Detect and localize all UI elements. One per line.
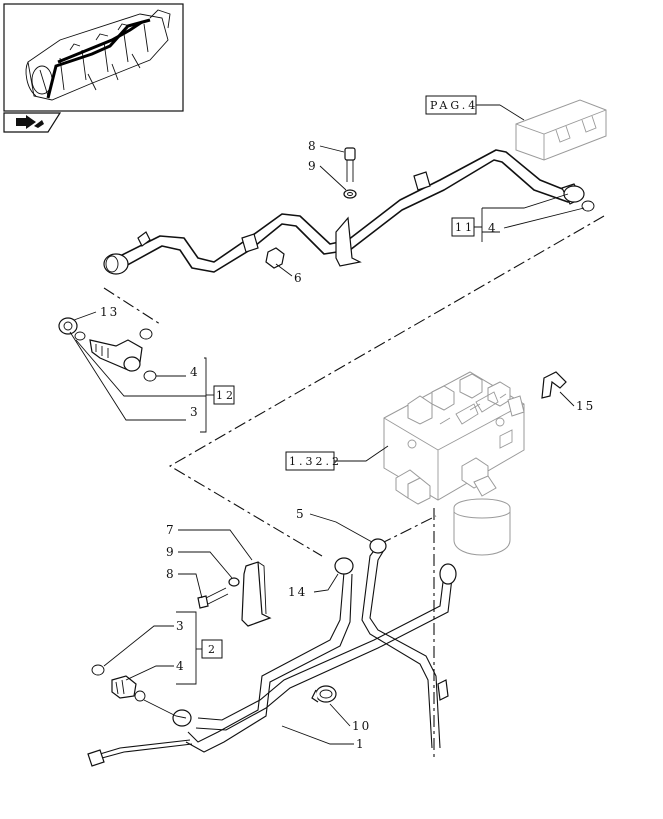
control-valve-ghost <box>383 371 525 556</box>
callout-11: 11 <box>455 221 475 234</box>
callout-2: 2 <box>208 643 218 656</box>
callout-4-lower: 4 <box>176 659 186 673</box>
callout-9-lower: 9 <box>166 545 176 559</box>
connection-centerline <box>168 215 605 557</box>
group-11-reference[interactable]: 11 4 <box>451 193 585 242</box>
callout-5: 5 <box>296 507 306 521</box>
callout-8-upper: 8 <box>308 139 318 153</box>
callout-3-tee: 3 <box>190 405 200 419</box>
upper-pipe-assembly <box>103 149 595 275</box>
adapter-callouts: 3 2 4 <box>103 611 223 719</box>
thumbnail-overview[interactable] <box>3 3 184 112</box>
lower-pipe-assembly <box>87 538 457 767</box>
callout-10: 10 <box>352 719 371 733</box>
tee-centerline <box>103 287 161 325</box>
tee-callouts: 13 4 3 12 <box>69 305 236 433</box>
callout-12: 12 <box>216 389 236 402</box>
callout-8-lower: 8 <box>166 567 176 581</box>
callout-9-upper: 9 <box>308 159 318 173</box>
callout-4-tee: 4 <box>190 365 200 379</box>
pag4-label: PAG.4 <box>430 99 478 112</box>
clip-15: 15 <box>541 371 595 413</box>
arrow-next-page-icon[interactable] <box>3 112 62 133</box>
callout-6: 6 <box>294 271 304 285</box>
support-block-ghost <box>515 99 607 161</box>
lower-bracket-callouts: 7 9 8 <box>166 523 253 599</box>
pag4-reference[interactable]: PAG.4 <box>425 95 525 121</box>
valve-reference[interactable]: 1.32.2 <box>285 445 389 471</box>
transmission-thumbnail-sketch <box>25 9 171 101</box>
callout-14: 14 <box>288 585 307 599</box>
callout-4-upper: 4 <box>488 221 498 235</box>
valve-centerline-2 <box>379 515 437 545</box>
upper-callouts: 8 9 6 <box>275 139 347 285</box>
callout-15: 15 <box>576 399 595 413</box>
lower-bracket-group <box>197 561 272 627</box>
upper-bolt-washer <box>343 147 357 199</box>
lower-callouts: 5 14 10 1 <box>281 507 373 751</box>
adapter-group <box>91 664 146 702</box>
callout-7: 7 <box>166 523 176 537</box>
tee-fitting-group <box>58 317 157 382</box>
callout-3-lower: 3 <box>176 619 186 633</box>
callout-1: 1 <box>356 737 366 751</box>
callout-13: 13 <box>100 305 119 319</box>
callout-1-32-2: 1.32.2 <box>289 455 342 468</box>
nut-6 <box>265 247 285 269</box>
